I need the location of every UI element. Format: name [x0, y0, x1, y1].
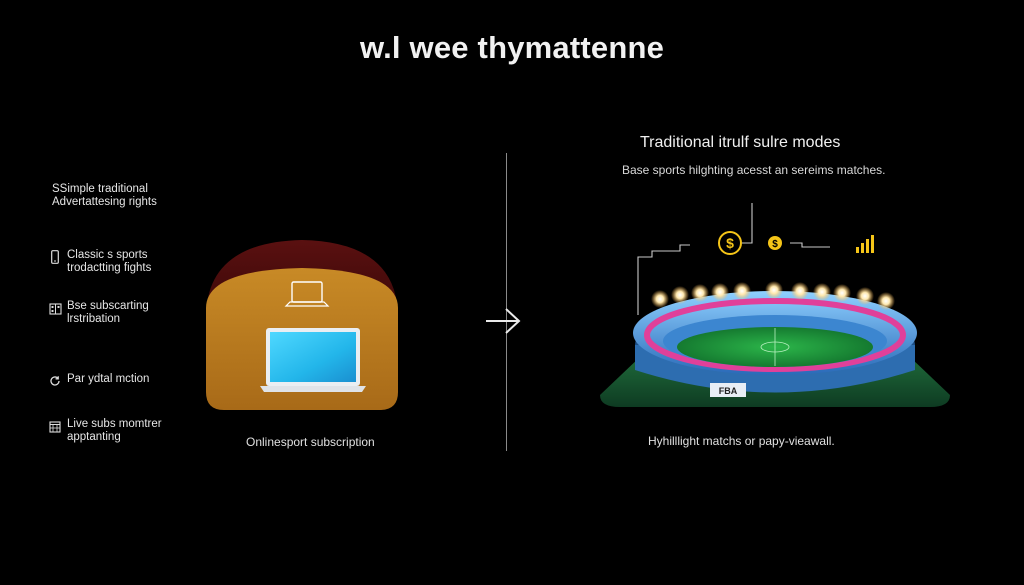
arrow-right-icon — [482, 303, 524, 344]
refresh-icon — [48, 373, 62, 389]
calendar-icon — [48, 418, 62, 434]
left-caption: Onlinesport subscription — [246, 435, 375, 449]
bar-chart-icon — [856, 235, 874, 253]
divider — [506, 153, 507, 451]
stadium-banner-text: FBA — [719, 386, 738, 396]
list-item-label: Bse subscarting lrstribation — [67, 300, 149, 325]
laptop-icon — [260, 328, 366, 392]
page-title: w.l wee thymattenne — [359, 30, 665, 65]
stadium-illustration: $ $ FBA — [600, 203, 950, 407]
list-item-advertising-rights: SSimple traditional Advertattesing right… — [52, 183, 157, 209]
right-caption: Hyhilllight matchs or papy-vieawall. — [648, 434, 835, 448]
svg-text:$: $ — [772, 239, 778, 250]
dollar-coin-small-icon: $ — [768, 236, 782, 250]
laptop-illustration — [206, 240, 398, 410]
floodlights — [651, 281, 895, 310]
list-item-pay-per-view: Par ydtal mction — [48, 373, 149, 389]
right-title: Traditional itrulf sulre modes — [640, 134, 841, 151]
list-item-label: Classic s sports trodactting fights — [67, 249, 152, 274]
building-icon — [48, 300, 62, 316]
phone-icon — [48, 249, 62, 265]
list-item-label: SSimple traditional Advertattesing right… — [52, 183, 157, 208]
right-subtitle: Base sports hilghting acesst an sereims … — [622, 163, 886, 177]
small-laptop-icon — [284, 281, 330, 307]
svg-text:$: $ — [726, 235, 734, 251]
list-item-broadcasting-rights: Classic s sports trodactting fights — [48, 249, 151, 275]
list-item-label: Par ydtal mction — [67, 373, 150, 385]
list-item-subscription-distribution: Bse subscarting lrstribation — [48, 300, 149, 326]
list-item-label: Live subs momtrer apptanting — [67, 418, 162, 443]
dollar-coin-icon: $ — [718, 231, 742, 255]
list-item-live-subscription: Live subs momtrer apptanting — [48, 418, 162, 444]
